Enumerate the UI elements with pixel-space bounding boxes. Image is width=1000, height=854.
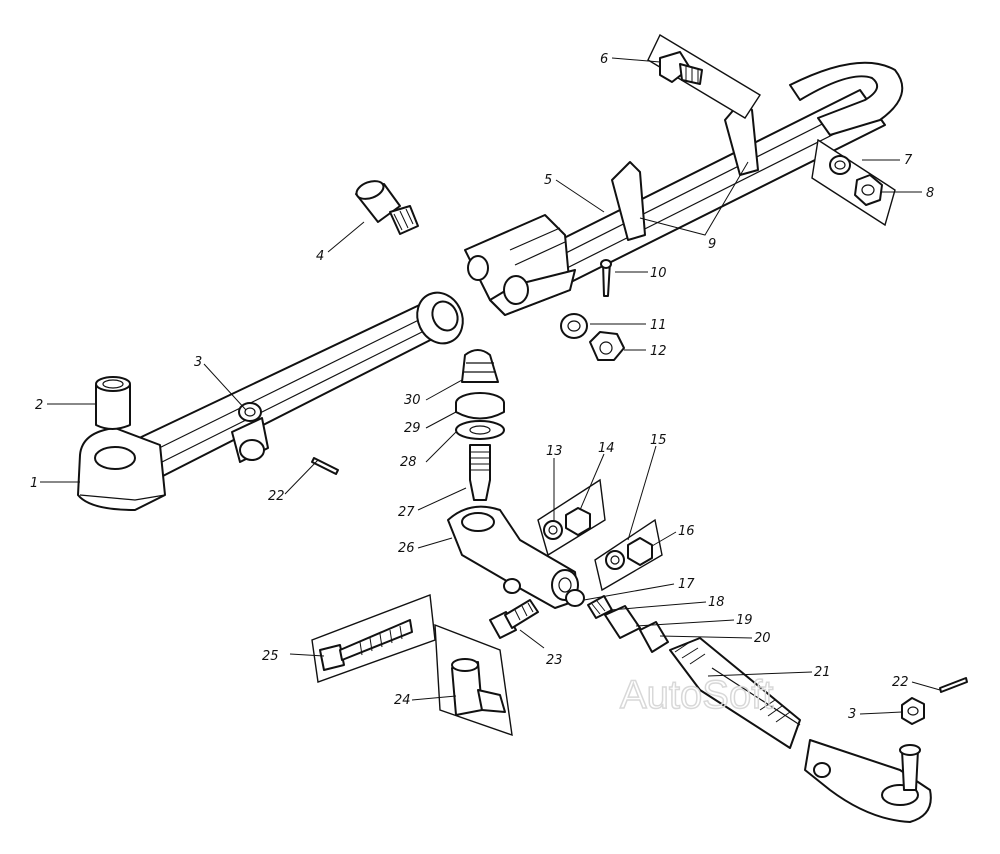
callout-10: 10 bbox=[650, 266, 667, 281]
callout-14: 14 bbox=[598, 441, 615, 456]
callout-21: 21 bbox=[814, 665, 831, 680]
fitting-24-group bbox=[434, 623, 513, 737]
callout-3: 3 bbox=[194, 355, 202, 370]
nut-12 bbox=[589, 331, 625, 361]
callout-20: 20 bbox=[754, 631, 771, 646]
cotter-pin-10 bbox=[600, 259, 612, 297]
leader-lines bbox=[40, 57, 941, 715]
callout-28: 28 bbox=[400, 455, 417, 470]
callout-18: 18 bbox=[708, 595, 725, 610]
cotter-pin-22-right bbox=[939, 677, 968, 693]
callout-1: 1 bbox=[30, 476, 38, 491]
callout-19: 19 bbox=[736, 613, 753, 628]
callout-labels: 1 2 3 3 4 5 6 7 8 9 10 11 12 13 14 15 16… bbox=[30, 52, 934, 722]
callout-12: 12 bbox=[650, 344, 667, 359]
callout-23: 23 bbox=[546, 653, 563, 668]
callout-5: 5 bbox=[544, 173, 552, 188]
callout-4: 4 bbox=[316, 249, 324, 264]
right-tie-rod bbox=[464, 61, 904, 316]
callout-27: 27 bbox=[398, 505, 415, 520]
callout-22: 22 bbox=[892, 675, 909, 690]
callout-8: 8 bbox=[926, 186, 934, 201]
callout-2: 2 bbox=[35, 398, 43, 413]
watermark-text: AutoSoft bbox=[620, 673, 773, 717]
callout-15: 15 bbox=[650, 433, 667, 448]
center-lever-26 bbox=[447, 505, 579, 609]
nut-7-8-group bbox=[811, 138, 896, 227]
callout-30: 30 bbox=[404, 393, 421, 408]
callout-17: 17 bbox=[678, 577, 695, 592]
callout-13: 13 bbox=[546, 444, 563, 459]
cotter-pin-22-left bbox=[311, 457, 339, 475]
callout-3: 3 bbox=[848, 707, 856, 722]
callout-11: 11 bbox=[650, 318, 667, 333]
callout-29: 29 bbox=[404, 421, 421, 436]
pivot-pin-4 bbox=[355, 180, 419, 235]
callout-9: 9 bbox=[708, 237, 716, 252]
nut-15-16-group bbox=[594, 518, 663, 592]
callout-6: 6 bbox=[600, 52, 608, 67]
callout-7: 7 bbox=[904, 153, 913, 168]
callout-22: 22 bbox=[268, 489, 285, 504]
left-tie-rod bbox=[77, 291, 464, 511]
swivel-bolt-stack bbox=[455, 349, 505, 501]
callout-24: 24 bbox=[394, 693, 411, 708]
nut-3-right bbox=[901, 697, 925, 725]
bolt-25-group bbox=[311, 594, 436, 683]
nut-13-14-group bbox=[537, 478, 606, 557]
callout-25: 25 bbox=[262, 649, 279, 664]
callout-16: 16 bbox=[678, 524, 695, 539]
washer-11 bbox=[560, 313, 588, 339]
bolt-23 bbox=[489, 599, 539, 639]
bolt-6-group bbox=[647, 34, 761, 119]
callout-26: 26 bbox=[398, 541, 415, 556]
